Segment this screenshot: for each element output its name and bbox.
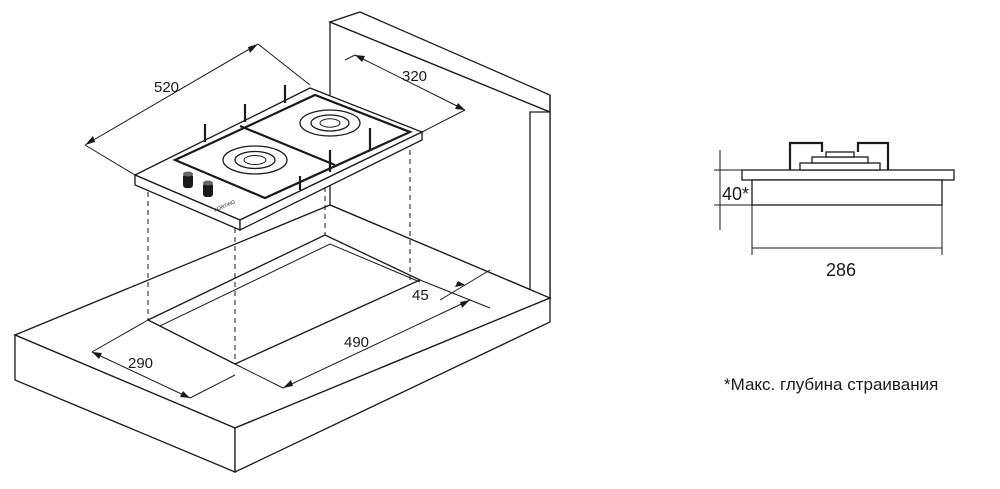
burner-back <box>299 109 361 137</box>
back-wall <box>328 11 551 301</box>
dimension-320: 320 <box>344 54 466 133</box>
hob: KORTING <box>133 85 424 232</box>
dimension-520: 520 <box>84 43 311 176</box>
dimension-490: 490 <box>234 299 471 389</box>
dim-label-40: 40* <box>722 184 749 204</box>
dimension-290: 290 <box>91 319 236 399</box>
dimension-45: 45 <box>412 269 491 309</box>
dim-label-520: 520 <box>154 79 179 96</box>
control-knob-2 <box>203 180 213 197</box>
dim-label-490: 490 <box>344 334 369 351</box>
dim-label-45: 45 <box>412 287 429 304</box>
footnote-text: *Макс. глубина страивания <box>724 375 938 394</box>
dim-label-286: 286 <box>826 260 856 280</box>
dim-label-290: 290 <box>128 355 153 372</box>
side-view: 40* 286 <box>714 141 955 280</box>
burner-front <box>222 145 288 175</box>
isometric-view: KORTING 520 320 45 <box>13 11 552 474</box>
dim-label-320: 320 <box>402 68 427 85</box>
control-knob-1 <box>183 171 193 188</box>
